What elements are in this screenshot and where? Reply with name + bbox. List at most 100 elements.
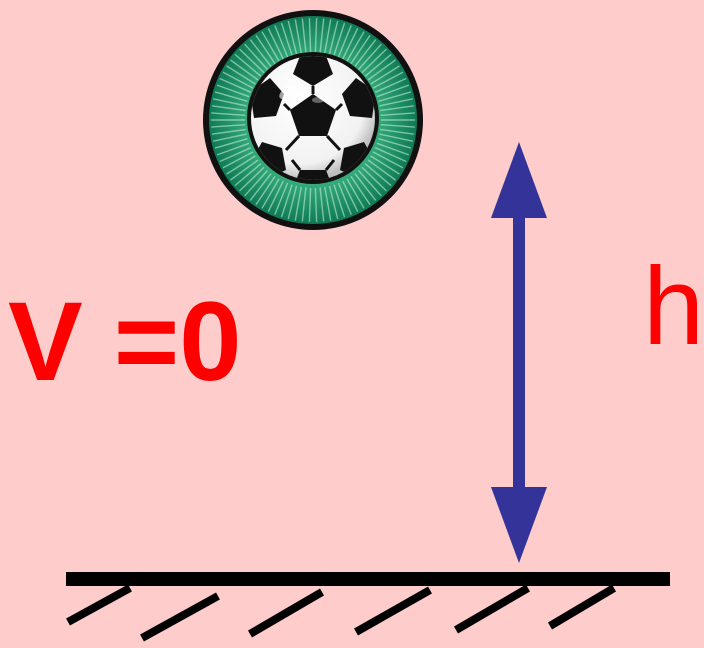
- height-label: h: [643, 245, 704, 368]
- badge-ray: [239, 166, 265, 192]
- badge-ray: [234, 53, 262, 77]
- badge-ray: [364, 53, 392, 77]
- height-arrow-shaft: [513, 210, 525, 500]
- ball-patch-center: [290, 94, 336, 136]
- badge-ray: [261, 178, 280, 209]
- badge-ray: [274, 182, 289, 215]
- badge-ray: [249, 39, 272, 67]
- badge-ray: [380, 112, 415, 116]
- badge-ray: [314, 18, 318, 53]
- badge-ray: [328, 185, 339, 220]
- badge-ray: [346, 178, 365, 209]
- ball-patch-bottom: [294, 170, 332, 180]
- badge-ray: [230, 159, 259, 181]
- badge-ray: [261, 31, 280, 62]
- height-arrow-bottom-head: [491, 487, 547, 563]
- badge-ray: [350, 35, 371, 64]
- badge-ray: [226, 155, 256, 175]
- badge-ray: [216, 84, 250, 98]
- badge-ray: [376, 142, 410, 156]
- badge-ray: [376, 84, 410, 98]
- badge-ray: [234, 163, 262, 187]
- badge-ray: [350, 176, 371, 205]
- badge-ray: [314, 187, 318, 222]
- badge-ray: [239, 48, 265, 74]
- badge-ray: [367, 159, 396, 181]
- badge-ray: [379, 133, 413, 142]
- badge-ray: [255, 35, 276, 64]
- soccer-ball-icon: [203, 10, 423, 230]
- badge-ray: [226, 65, 256, 85]
- badge-ray: [361, 166, 387, 192]
- ground-hatching: [66, 584, 617, 642]
- badge-ray: [333, 22, 346, 56]
- badge-ray: [367, 59, 396, 81]
- badge-ray: [342, 180, 359, 213]
- badge-ray: [280, 22, 293, 56]
- badge-ray: [294, 186, 302, 221]
- height-arrow-top-head: [491, 142, 547, 218]
- badge-ray: [211, 112, 246, 116]
- badge-ray: [374, 77, 407, 93]
- badge-ray: [372, 151, 404, 169]
- badge-ray: [372, 71, 404, 89]
- badge-ray: [287, 20, 298, 55]
- badge-ray: [378, 138, 412, 149]
- ball-patch-top: [293, 56, 333, 86]
- velocity-label: V =0: [8, 279, 242, 404]
- badge-ray: [370, 155, 400, 175]
- badge-ray: [274, 25, 289, 58]
- badge-ray: [308, 18, 312, 53]
- badge-ray: [324, 19, 332, 54]
- badge-ray: [219, 147, 252, 163]
- badge-ray: [301, 18, 307, 53]
- badge-ray: [280, 184, 293, 218]
- badge-ray: [294, 19, 302, 54]
- badge-ray: [380, 128, 415, 135]
- height-arrow: [491, 142, 547, 563]
- badge-ray: [249, 173, 272, 201]
- badge-ray: [213, 98, 247, 107]
- badge-ray: [380, 124, 415, 128]
- badge-ray: [319, 18, 325, 53]
- badge-ray: [374, 147, 407, 163]
- badge-ray: [361, 48, 387, 74]
- badge-ray: [370, 65, 400, 85]
- badge-ray: [267, 27, 284, 60]
- badge-ray: [357, 170, 382, 197]
- badge-ray: [244, 43, 269, 70]
- badge-ray: [354, 173, 377, 201]
- badge-ray: [319, 187, 325, 222]
- badge-ray: [364, 163, 392, 187]
- badge-ray: [222, 71, 254, 89]
- badge-ray: [357, 43, 382, 70]
- badge-ray: [216, 142, 250, 156]
- badge-ray: [328, 20, 339, 55]
- ball-badge-rays: [211, 18, 415, 222]
- badge-ray: [324, 186, 332, 221]
- badge-ray: [211, 124, 246, 128]
- badge-ray: [287, 185, 298, 220]
- badge-ray: [213, 133, 247, 142]
- badge-ray: [211, 105, 246, 112]
- badge-ray: [244, 170, 269, 197]
- badge-ray: [230, 59, 259, 81]
- badge-ray: [354, 39, 377, 67]
- badge-ray: [378, 91, 412, 102]
- badge-ray: [342, 27, 359, 60]
- badge-ray: [337, 25, 352, 58]
- badge-ray: [214, 138, 248, 149]
- badge-ray: [211, 128, 246, 135]
- badge-ray: [380, 105, 415, 112]
- badge-ray: [267, 180, 284, 213]
- badge-ray: [219, 77, 252, 93]
- badge-ray: [333, 184, 346, 218]
- ground: [66, 572, 670, 642]
- badge-ray: [255, 176, 276, 205]
- badge-ray: [346, 31, 365, 62]
- badge-ray: [222, 151, 254, 169]
- badge-ray: [301, 187, 307, 222]
- badge-ray: [214, 91, 248, 102]
